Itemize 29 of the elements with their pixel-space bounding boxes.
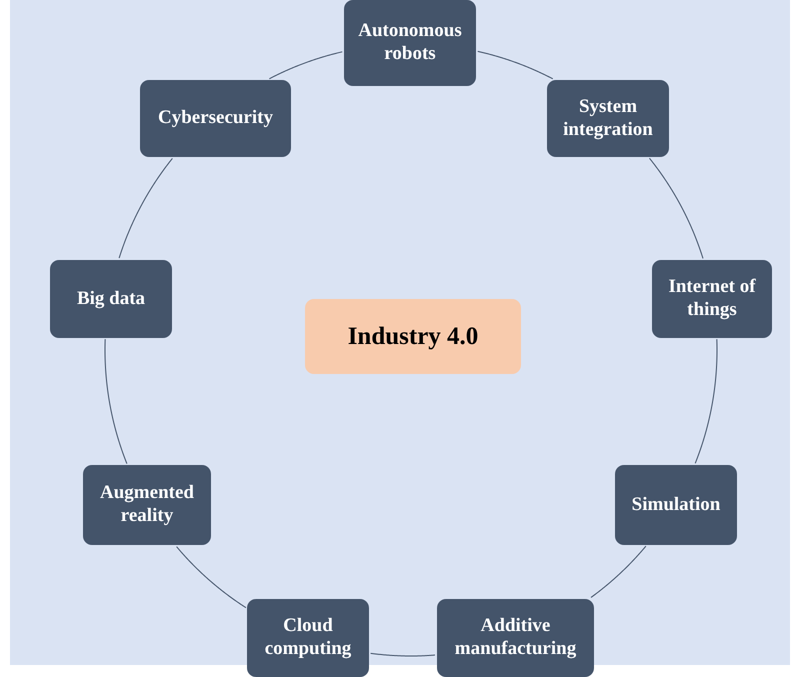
topic-box <box>437 599 594 677</box>
node-label: Cybersecurity <box>158 107 274 130</box>
node-label: Simulation <box>632 494 720 516</box>
connector-line <box>370 652 436 656</box>
node-label: Big data <box>76 288 146 310</box>
connector-line <box>104 338 128 464</box>
connector-line <box>268 51 343 80</box>
node-label: Augmented reality <box>99 482 195 528</box>
node-label: Industry 4.0 <box>348 322 478 350</box>
topic-box <box>547 80 669 157</box>
topic-box <box>247 599 369 677</box>
node-label: Autonomous robots <box>357 20 463 66</box>
topic-box <box>140 80 291 157</box>
topic-box <box>652 260 772 338</box>
node-label: Internet of things <box>667 276 757 322</box>
connector-line <box>176 546 246 608</box>
node-label: Additive manufacturing <box>454 615 578 661</box>
topic-box <box>83 465 211 545</box>
connector-line <box>694 338 718 464</box>
node-label: System integration <box>562 96 654 142</box>
connector-line <box>118 158 173 259</box>
connector-line <box>648 158 704 259</box>
topic-box <box>615 465 737 545</box>
connector-line <box>590 546 646 598</box>
topic-box <box>50 260 172 338</box>
topic-box <box>344 0 476 86</box>
connector-line <box>477 50 554 80</box>
node-label: Cloud computing <box>264 615 352 661</box>
central-concept-box <box>305 299 521 374</box>
